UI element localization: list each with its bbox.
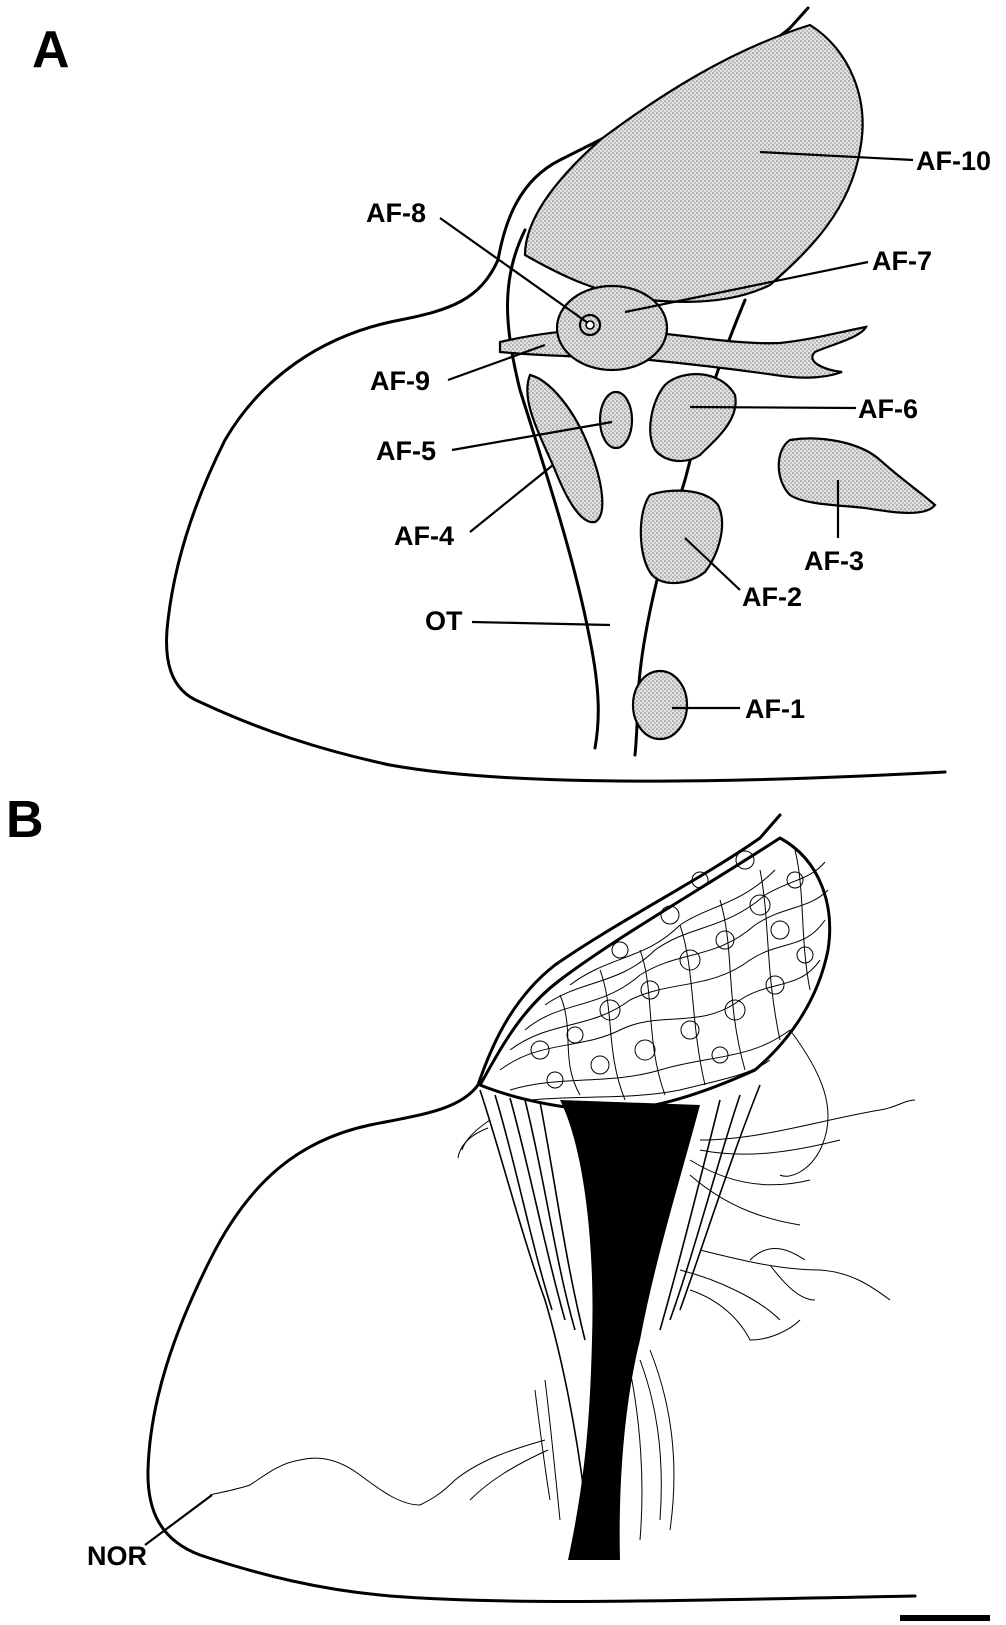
terminal-field-mesh: [500, 850, 828, 1100]
af6-label: AF-6: [858, 394, 918, 424]
terminal-field-outline: [480, 838, 830, 1111]
af5-label: AF-5: [376, 436, 436, 466]
nor-label: NOR: [87, 1541, 147, 1571]
panel-b: NOR: [87, 815, 990, 1621]
af3-region: [779, 438, 935, 512]
af1-region: [633, 671, 687, 739]
af2-region: [641, 491, 722, 583]
ot-leader: [472, 622, 610, 625]
af10-label: AF-10: [916, 146, 991, 176]
panel-b-outline: [148, 815, 915, 1601]
arbor-branches-left: [420, 1120, 548, 1505]
af7-region: [557, 286, 667, 370]
ot-label: OT: [425, 606, 463, 636]
af10-region: [525, 25, 863, 302]
nor-fiber: [210, 1458, 420, 1505]
axon-bundle: [560, 1100, 700, 1560]
arbor-branches-right: [680, 1030, 915, 1340]
nor-leader: [145, 1495, 212, 1545]
af6-leader: [690, 407, 856, 408]
af4-leader: [470, 465, 553, 532]
af5-region: [600, 392, 632, 448]
af9-label: AF-9: [370, 366, 430, 396]
panel-a: AF-10 AF-8 AF-7 AF-9 AF-6 AF-5 AF-4 AF-3…: [167, 8, 991, 781]
af6-region: [650, 374, 735, 461]
af4-label: AF-4: [394, 521, 454, 551]
scale-bar: [900, 1615, 990, 1621]
af9-region: [500, 327, 866, 378]
af2-label: AF-2: [742, 582, 802, 612]
af1-label: AF-1: [745, 694, 805, 724]
af7-label: AF-7: [872, 246, 932, 276]
af3-label: AF-3: [804, 546, 864, 576]
af8-label: AF-8: [366, 198, 426, 228]
